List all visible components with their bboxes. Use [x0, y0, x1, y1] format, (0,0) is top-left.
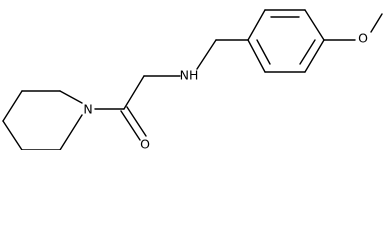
bond	[304, 9, 325, 41]
aromatic-inner-bond	[299, 39, 316, 65]
carbonyl-oxygen-label: O	[140, 137, 150, 151]
carbonyl-double-bond	[120, 110, 141, 141]
bond	[304, 39, 325, 73]
bond	[123, 75, 145, 110]
acetamide-linker	[94, 75, 181, 141]
piperidine-ring	[2, 90, 83, 150]
methoxy-oxygen-label: O	[358, 31, 368, 46]
chemical-structure: N NH O O	[2, 9, 383, 151]
bond	[59, 114, 83, 150]
bond	[2, 90, 23, 122]
benzene-ring	[247, 9, 325, 73]
aromatic-inner-bond	[256, 39, 271, 65]
bond	[196, 39, 217, 70]
carbonyl-double-bond	[126, 106, 147, 137]
amine-label: NH	[180, 68, 199, 83]
ring-nitrogen-label: N	[83, 102, 92, 117]
methoxy-group	[323, 13, 383, 41]
bond	[370, 13, 383, 33]
bond	[59, 90, 83, 104]
bond	[247, 39, 266, 73]
bond	[2, 120, 23, 150]
bond	[247, 9, 266, 41]
benzyl-group	[196, 39, 249, 70]
